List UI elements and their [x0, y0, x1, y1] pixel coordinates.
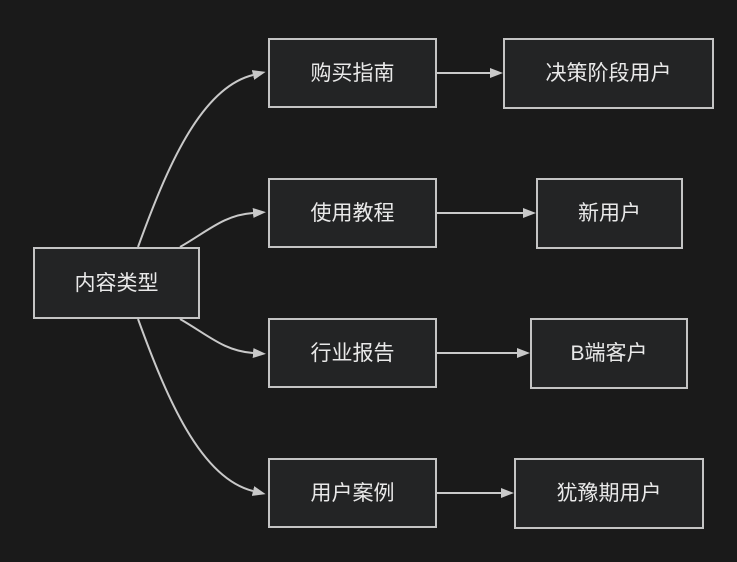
node-label: 使用教程: [310, 201, 395, 225]
node-industry-report: 行业报告: [268, 318, 437, 388]
node-hesitant-users: 犹豫期用户: [514, 458, 704, 529]
node-label: 购买指南: [310, 61, 395, 85]
node-label: 决策阶段用户: [545, 62, 672, 85]
node-label: B端客户: [570, 342, 648, 365]
node-label: 内容类型: [74, 271, 159, 295]
node-decision-stage-users: 决策阶段用户: [503, 38, 714, 109]
node-label: 行业报告: [310, 341, 395, 365]
edge-root-to-purchase-guide: [137, 70, 266, 248]
node-user-cases: 用户案例: [268, 458, 437, 528]
node-usage-tutorial: 使用教程: [268, 178, 437, 248]
node-content-type: 内容类型: [33, 247, 200, 319]
edge-root-to-user-cases: [137, 318, 266, 496]
edge-root-to-industry-report: [179, 318, 266, 358]
node-label: 犹豫期用户: [556, 482, 662, 505]
edge-root-to-usage-tutorial: [179, 208, 266, 248]
node-b2b-clients: B端客户: [530, 318, 688, 389]
node-label: 用户案例: [310, 481, 395, 505]
node-new-users: 新用户: [536, 178, 683, 249]
node-purchase-guide: 购买指南: [268, 38, 437, 108]
node-label: 新用户: [578, 202, 641, 225]
